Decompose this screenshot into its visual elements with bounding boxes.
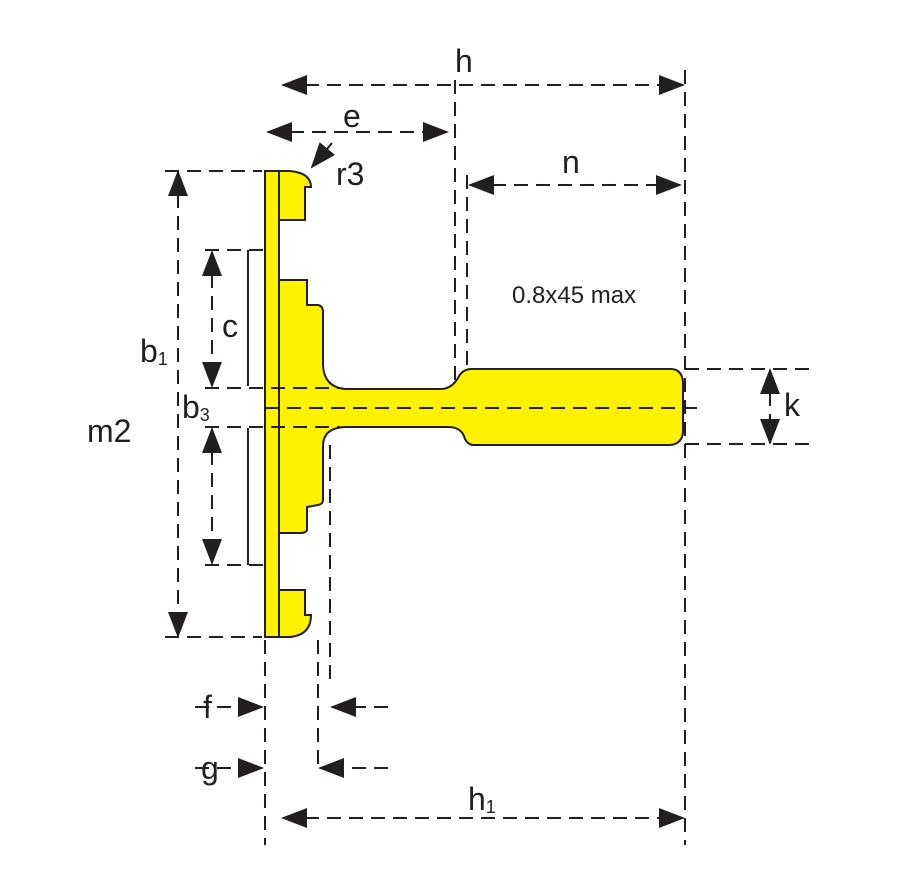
label-b3: b3 — [182, 389, 210, 425]
label-f: f — [203, 689, 212, 725]
label-h: h — [455, 43, 473, 79]
label-b1: b1 — [140, 333, 168, 369]
label-k: k — [784, 387, 801, 423]
dim-r3-leader — [310, 142, 336, 169]
label-g: g — [201, 750, 219, 786]
label-n: n — [562, 144, 580, 180]
profile-shape — [264, 170, 684, 638]
label-e: e — [343, 98, 361, 134]
chamfer-note: 0.8x45 max — [512, 282, 636, 309]
label-c: c — [222, 308, 238, 344]
label-h1: h1 — [468, 781, 496, 817]
label-m2: m2 — [87, 413, 131, 449]
label-r3: r3 — [336, 156, 364, 192]
